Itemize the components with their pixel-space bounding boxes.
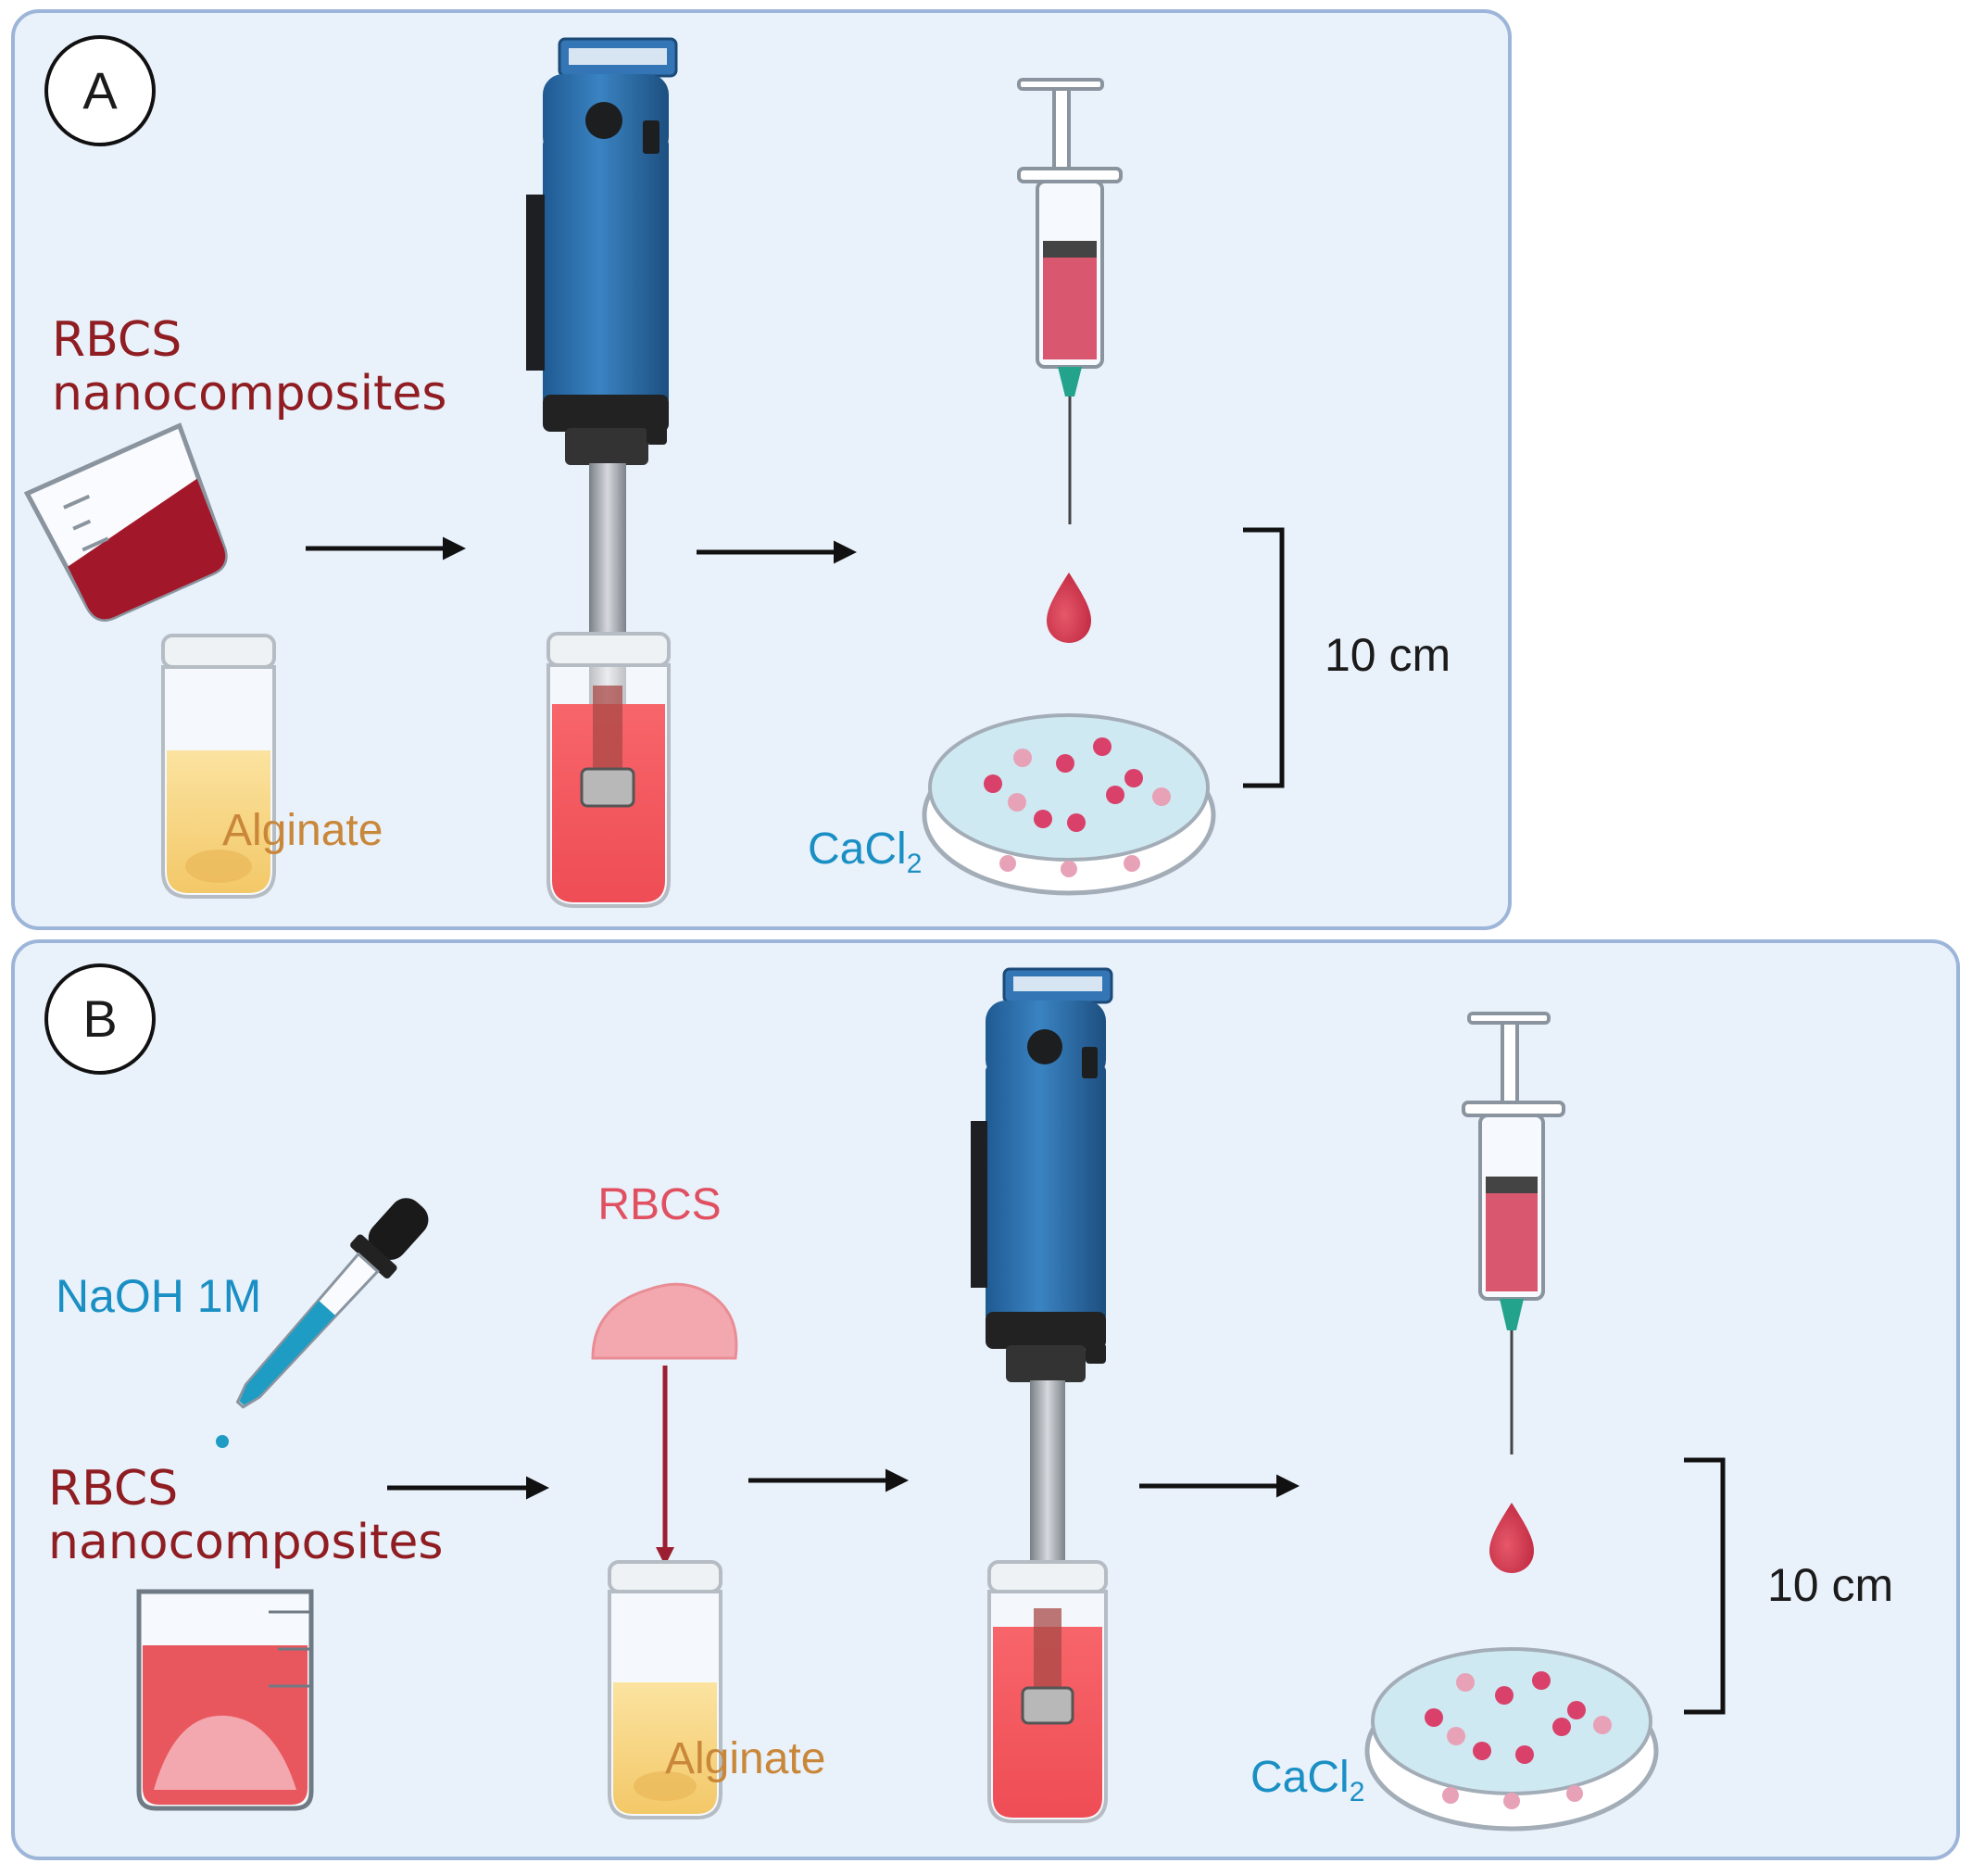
panel-a-syringe-icon [1017, 78, 1123, 524]
panel-b-beaker-icon [136, 1589, 314, 1811]
panel-b-naoh-label: NaOH 1M [56, 1270, 261, 1322]
panel-a-drop-icon [1047, 573, 1091, 643]
panel-b: B NaOH 1M RBCS nanocomposites RBCS [11, 939, 1960, 1860]
panel-b-mixing-jar-icon [987, 1560, 1108, 1823]
panel-b-petri-dish-icon [1364, 1647, 1659, 1832]
panel-b-homogenizer-icon [971, 967, 1113, 1593]
panel-b-distance-bracket [1684, 1457, 1726, 1715]
panel-a-rbcs-label-line1: RBCS [52, 312, 182, 368]
panel-b-alginate-jar-icon [608, 1560, 722, 1819]
panel-a-label: A [82, 61, 118, 120]
panel-a-homogenizer-icon [526, 37, 678, 704]
panel-b-distance-label: 10 cm [1767, 1559, 1893, 1611]
naoh-drop-icon [216, 1435, 229, 1448]
panel-a-distance-label: 10 cm [1325, 629, 1451, 681]
dropper-icon [235, 1198, 429, 1409]
panel-a-distance-bracket [1243, 527, 1285, 788]
panel-a-background [11, 9, 1512, 930]
alginate-jar-icon [161, 634, 276, 899]
panel-a-cacl2-label: CaCl2 [808, 825, 922, 879]
panel-a-petri-dish-icon [922, 713, 1216, 896]
panel-b-cacl2-label: CaCl2 [1250, 1753, 1364, 1807]
panel-a-alginate-label: Alginate [222, 806, 383, 855]
panel-a-mixing-jar-icon [546, 632, 671, 908]
rbcs-powder-icon [591, 1282, 738, 1360]
panel-b-label-badge: B [44, 963, 156, 1075]
panel-b-drop-icon [1489, 1503, 1534, 1573]
panel-b-rbcs-label-line2: nanocomposites [48, 1515, 444, 1570]
panel-a-label-badge: A [44, 35, 156, 146]
panel-b-background [11, 939, 1960, 1860]
pouring-beaker-icon [23, 422, 228, 622]
panel-b-label: B [82, 989, 117, 1048]
panel-b-rbcs-powder-label: RBCS [597, 1180, 721, 1229]
panel-a-rbcs-label-line2: nanocomposites [52, 366, 447, 422]
panel-b-rbcs-label-line1: RBCS [48, 1461, 178, 1517]
panel-b-syringe-icon [1462, 1012, 1565, 1454]
panel-a: A RBCS nanocomposites Alginate [11, 9, 1512, 930]
panel-b-alginate-label: Alginate [665, 1734, 825, 1783]
